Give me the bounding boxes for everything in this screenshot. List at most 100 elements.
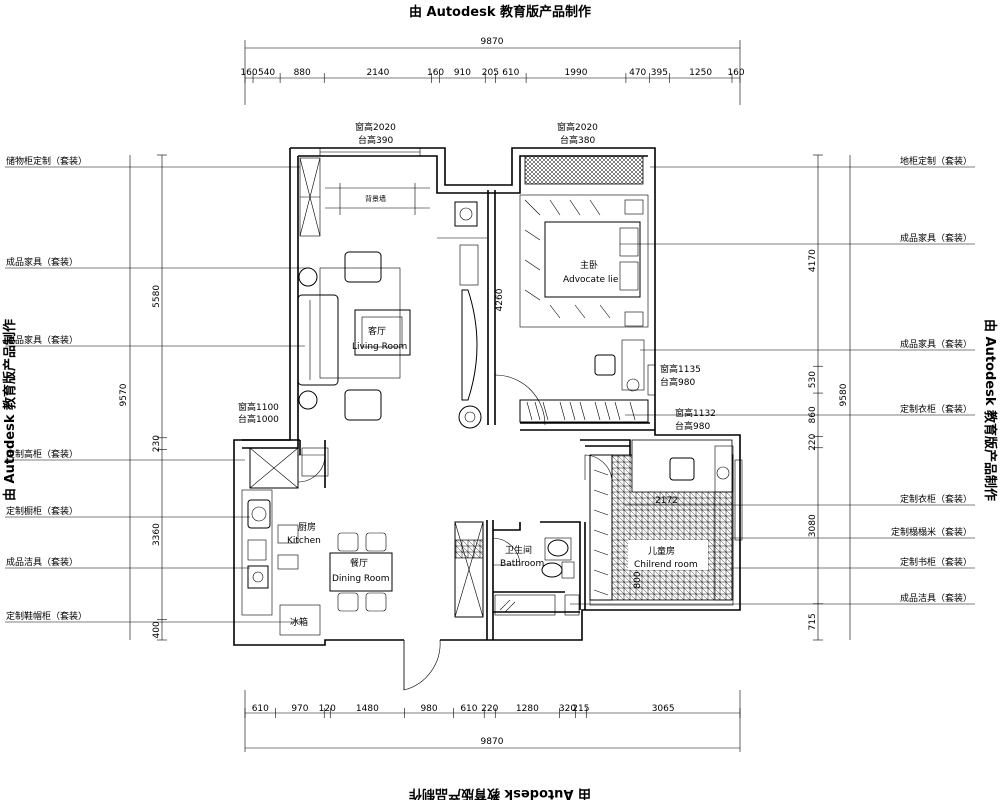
tv-wall-label: 背景墙 — [365, 194, 386, 203]
window-child-sill: 台高980 — [675, 420, 710, 432]
callout-right-3: 成品家具（套装） — [900, 338, 972, 350]
dim-top-label: 2140 — [366, 68, 389, 78]
callout-right-5: 定制衣柜（套装） — [900, 493, 972, 505]
window-kitchen-sill: 台高1000 — [238, 413, 279, 425]
children-room-label-cn: 儿童房 — [648, 545, 675, 557]
dim-left-label: 400 — [152, 621, 162, 638]
kitchen-label-cn: 厨房 — [298, 521, 316, 533]
dim-right-label: 4170 — [808, 249, 818, 272]
dim-right-label: 3080 — [808, 514, 818, 537]
dining-room: 餐厅 Dining Room — [329, 532, 393, 612]
callout-left-1: 储物柜定制（套装） — [6, 155, 87, 167]
kitchen-label-en: Kitchen — [287, 536, 321, 546]
window-living-height: 窗高2020 — [355, 121, 396, 133]
callout-right-7: 定制书柜（套装） — [900, 556, 972, 568]
shoe-cabinet — [454, 521, 484, 618]
watermark-bottom: 由 Autodesk 教育版产品制作 — [409, 786, 591, 800]
callout-right-8: 成品洁具（套装） — [900, 592, 972, 604]
callout-right-4: 定制衣柜（套装） — [900, 403, 972, 415]
dim-bottom-label: 320 — [559, 704, 576, 714]
master-bedroom: 主卧 Advocate lie 4260 — [495, 194, 649, 423]
callout-left-6: 成品洁具（套装） — [6, 556, 78, 568]
callout-left-3: 成品家具（套装） — [6, 334, 78, 346]
living-room-furniture: 客厅 Living Room — [297, 244, 482, 429]
master-bedroom-label-cn: 主卧 — [580, 259, 598, 271]
callout-leaders — [5, 166, 975, 623]
window-bed-side-height: 窗高1135 — [660, 363, 701, 375]
dining-room-label-en: Dining Room — [332, 574, 390, 584]
dim-top-label: 160 — [240, 68, 257, 78]
dim-bottom-label: 980 — [420, 704, 437, 714]
master-bedroom-label-en: Advocate lie — [563, 275, 619, 285]
fridge-label: 冰箱 — [290, 616, 308, 628]
window-bed-side-sill: 台高980 — [660, 376, 695, 388]
dim-bottom-label: 220 — [481, 704, 498, 714]
dim-top-total: 9870 — [481, 37, 504, 47]
dim-top-label: 470 — [629, 68, 646, 78]
window-master — [524, 155, 644, 185]
dim-left-label: 230 — [152, 435, 162, 452]
living-room-label-en: Living Room — [352, 342, 407, 352]
doors — [297, 374, 613, 691]
dim-top-label: 880 — [294, 68, 311, 78]
dim-right-label: 715 — [808, 613, 818, 630]
dim-bottom-label: 1280 — [516, 704, 539, 714]
dim-top-label: 160 — [727, 68, 744, 78]
callout-left-4: 定制高柜（套装） — [6, 448, 78, 460]
dim-right-label: 220 — [808, 433, 818, 450]
dim-bottom-label: 120 — [319, 704, 336, 714]
callout-right-1: 地柜定制（套装） — [900, 155, 972, 167]
bathroom-label-en: Bathroom — [500, 559, 544, 569]
dim-top-label: 205 — [482, 68, 499, 78]
callout-right-2: 成品家具（套装） — [900, 232, 972, 244]
children-room: 儿童房 Chilrend room 2172 800 — [589, 439, 734, 606]
child-room-depth: 800 — [633, 571, 643, 588]
dim-bottom-label: 215 — [572, 704, 589, 714]
window-living — [319, 147, 421, 157]
dim-top-label: 160 — [427, 68, 444, 78]
dim-bottom-label: 970 — [291, 704, 308, 714]
dim-left-label: 5580 — [152, 285, 162, 308]
left-dimensions: 9570 5580 230 3360 400 — [119, 154, 167, 641]
window-child — [734, 459, 743, 541]
dim-bottom-label: 1480 — [356, 704, 379, 714]
dim-bottom-label: 610 — [252, 704, 269, 714]
dim-bottom-total: 9870 — [481, 737, 504, 747]
tv-background-wall: 背景墙 — [325, 183, 430, 215]
bedroom-depth: 4260 — [495, 288, 505, 311]
callout-left-7: 定制鞋帽柜（套装） — [6, 610, 87, 622]
dim-top-label: 910 — [454, 68, 471, 78]
dim-left-total: 9570 — [119, 383, 129, 406]
watermark-top: 由 Autodesk 教育版产品制作 — [409, 4, 591, 20]
dim-top-label: 1990 — [565, 68, 588, 78]
children-room-label-en: Chilrend room — [634, 560, 698, 570]
callout-right-6: 定制榻榻米（套装） — [891, 526, 972, 538]
window-living-sill: 台高390 — [358, 134, 393, 146]
dim-bottom-label: 610 — [460, 704, 477, 714]
dim-top-label: 395 — [651, 68, 668, 78]
callout-left-5: 定制橱柜（套装） — [6, 505, 78, 517]
dim-bottom-label: 3065 — [652, 704, 675, 714]
window-kitchen-height: 窗高1100 — [238, 401, 279, 413]
dim-left-label: 3360 — [152, 523, 162, 546]
dim-right-total: 9580 — [839, 383, 849, 406]
window-bed-side — [647, 364, 656, 396]
dim-top-label: 610 — [502, 68, 519, 78]
bathroom-label-cn: 卫生间 — [505, 544, 532, 556]
window-master-height: 窗高2020 — [557, 121, 598, 133]
child-room-width: 2172 — [655, 496, 678, 506]
callout-left-2: 成品家具（套装） — [6, 256, 78, 268]
air-conditioner — [437, 201, 487, 239]
living-room-label-cn: 客厅 — [368, 325, 386, 337]
window-master-sill: 台高380 — [560, 134, 595, 146]
dim-top-label: 540 — [258, 68, 275, 78]
bathroom: 卫生间 Bathroom — [494, 537, 580, 616]
watermark-right: 由 Autodesk 教育版产品制作 — [982, 319, 998, 501]
dim-right-label: 530 — [808, 371, 818, 388]
watermark-left: 由 Autodesk 教育版产品制作 — [2, 319, 18, 501]
dining-room-label-cn: 餐厅 — [350, 557, 368, 569]
